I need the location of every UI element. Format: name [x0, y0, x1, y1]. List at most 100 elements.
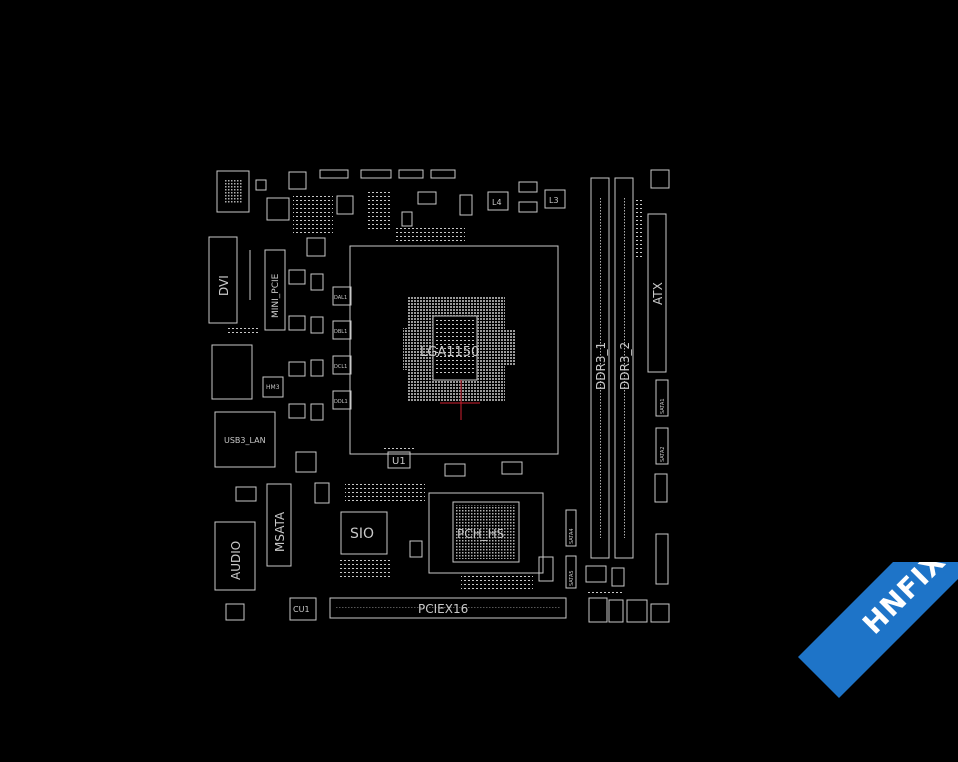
u1-label: U1 [392, 456, 406, 467]
smd-cluster [461, 575, 533, 589]
ddr3-slot-1-pins [599, 198, 601, 538]
cu1-label: CU1 [293, 605, 310, 614]
cpu-center-pads [436, 320, 474, 376]
component [360, 169, 392, 179]
component [430, 169, 456, 179]
pcie-x16-slot[interactable] [329, 597, 567, 619]
component [295, 451, 317, 473]
ddr3-slot-1-label: DDR3_1 [594, 342, 608, 390]
dvi-connector[interactable] [208, 236, 238, 324]
component [319, 169, 349, 179]
smd-cluster [340, 560, 392, 580]
smd-cluster [227, 326, 259, 336]
component [444, 463, 466, 477]
component [538, 556, 554, 582]
sata-port[interactable] [565, 509, 577, 547]
smd-cluster [588, 590, 622, 596]
u1-chip [387, 451, 411, 469]
sata-label: SATA5 [569, 570, 575, 586]
component [310, 273, 324, 291]
component [288, 361, 306, 377]
smd-cluster [345, 484, 425, 504]
component [266, 197, 290, 221]
sata-label: SATA1 [660, 398, 666, 414]
component [401, 211, 413, 227]
component [655, 533, 669, 585]
component [310, 359, 324, 377]
watermark-text: HNFIX.VN [855, 562, 958, 641]
inductor-l4 [487, 191, 509, 211]
component [288, 269, 306, 285]
component [417, 191, 437, 205]
component [225, 603, 245, 621]
component [585, 565, 607, 583]
component [654, 473, 668, 503]
usb3-lan-connector[interactable] [214, 411, 276, 468]
component [518, 181, 538, 193]
sata-port[interactable] [655, 427, 669, 465]
sio-label: SIO [350, 526, 374, 542]
msata-label: MSATA [273, 511, 287, 552]
sata-port[interactable] [655, 379, 669, 417]
component [398, 169, 424, 179]
sata-label: SATA4 [569, 528, 575, 544]
dal1-label: DAL1 [334, 295, 347, 301]
component [314, 482, 330, 504]
sata-port[interactable] [565, 555, 577, 589]
super-io-chip[interactable] [340, 511, 388, 555]
port-connector[interactable] [211, 344, 253, 400]
dvi-label: DVI [217, 275, 231, 296]
component [288, 315, 306, 331]
pch-ball-grid [456, 505, 516, 559]
hm3-chip [262, 376, 284, 398]
vrm-inductor-dbl1 [332, 320, 352, 340]
l3-label: L3 [549, 196, 559, 205]
watermark-band: HNFIX.VN [798, 562, 958, 699]
component [336, 195, 354, 215]
cpu-pin-field [403, 296, 515, 402]
audio-connector[interactable] [214, 521, 256, 591]
smd-cluster [382, 447, 416, 451]
ddr3-slot-1[interactable] [590, 177, 610, 559]
atx-power-connector[interactable] [647, 213, 667, 373]
component [255, 179, 267, 191]
header-pins [224, 180, 242, 204]
mini-pcie-slot[interactable] [264, 249, 286, 331]
component [310, 403, 324, 421]
pch-label: PCH_HS [457, 527, 504, 541]
inductor-l3 [544, 189, 566, 209]
hm3-label: HM3 [266, 384, 280, 391]
component [288, 171, 307, 190]
atx-label: ATX [651, 282, 665, 305]
ddr3-slot-2-label: DDR3_2 [618, 342, 632, 390]
cpu-socket-label: LGA1150 [420, 345, 479, 360]
vrm-inductor-dcl1 [332, 355, 352, 375]
pcie-slot-pins [336, 607, 560, 609]
header-top-left[interactable] [216, 170, 250, 213]
audio-label: AUDIO [229, 541, 243, 580]
vrm-inductor-ddl1 [332, 390, 352, 410]
l4-label: L4 [492, 198, 502, 207]
component [409, 540, 423, 558]
component [608, 599, 624, 623]
dbl1-label: DBL1 [334, 329, 347, 335]
component [650, 603, 670, 623]
pch-outline [428, 492, 544, 574]
ddr3-slot-2[interactable] [614, 177, 634, 559]
cpu-socket[interactable] [349, 245, 559, 455]
ddl1-label: DDL1 [334, 399, 348, 405]
component [310, 316, 324, 334]
pch-chip[interactable] [452, 501, 520, 563]
component [288, 403, 306, 419]
dcl1-label: DCL1 [334, 364, 347, 370]
smd-cluster [395, 228, 465, 244]
pcie-label: PCIEX16 [418, 602, 468, 616]
smd-cluster [636, 200, 644, 260]
component [235, 486, 257, 502]
cu1-chip [289, 597, 317, 621]
component [501, 461, 523, 475]
ddr3-slot-2-pins [623, 198, 625, 538]
component [459, 194, 473, 216]
msata-slot[interactable] [266, 483, 292, 567]
